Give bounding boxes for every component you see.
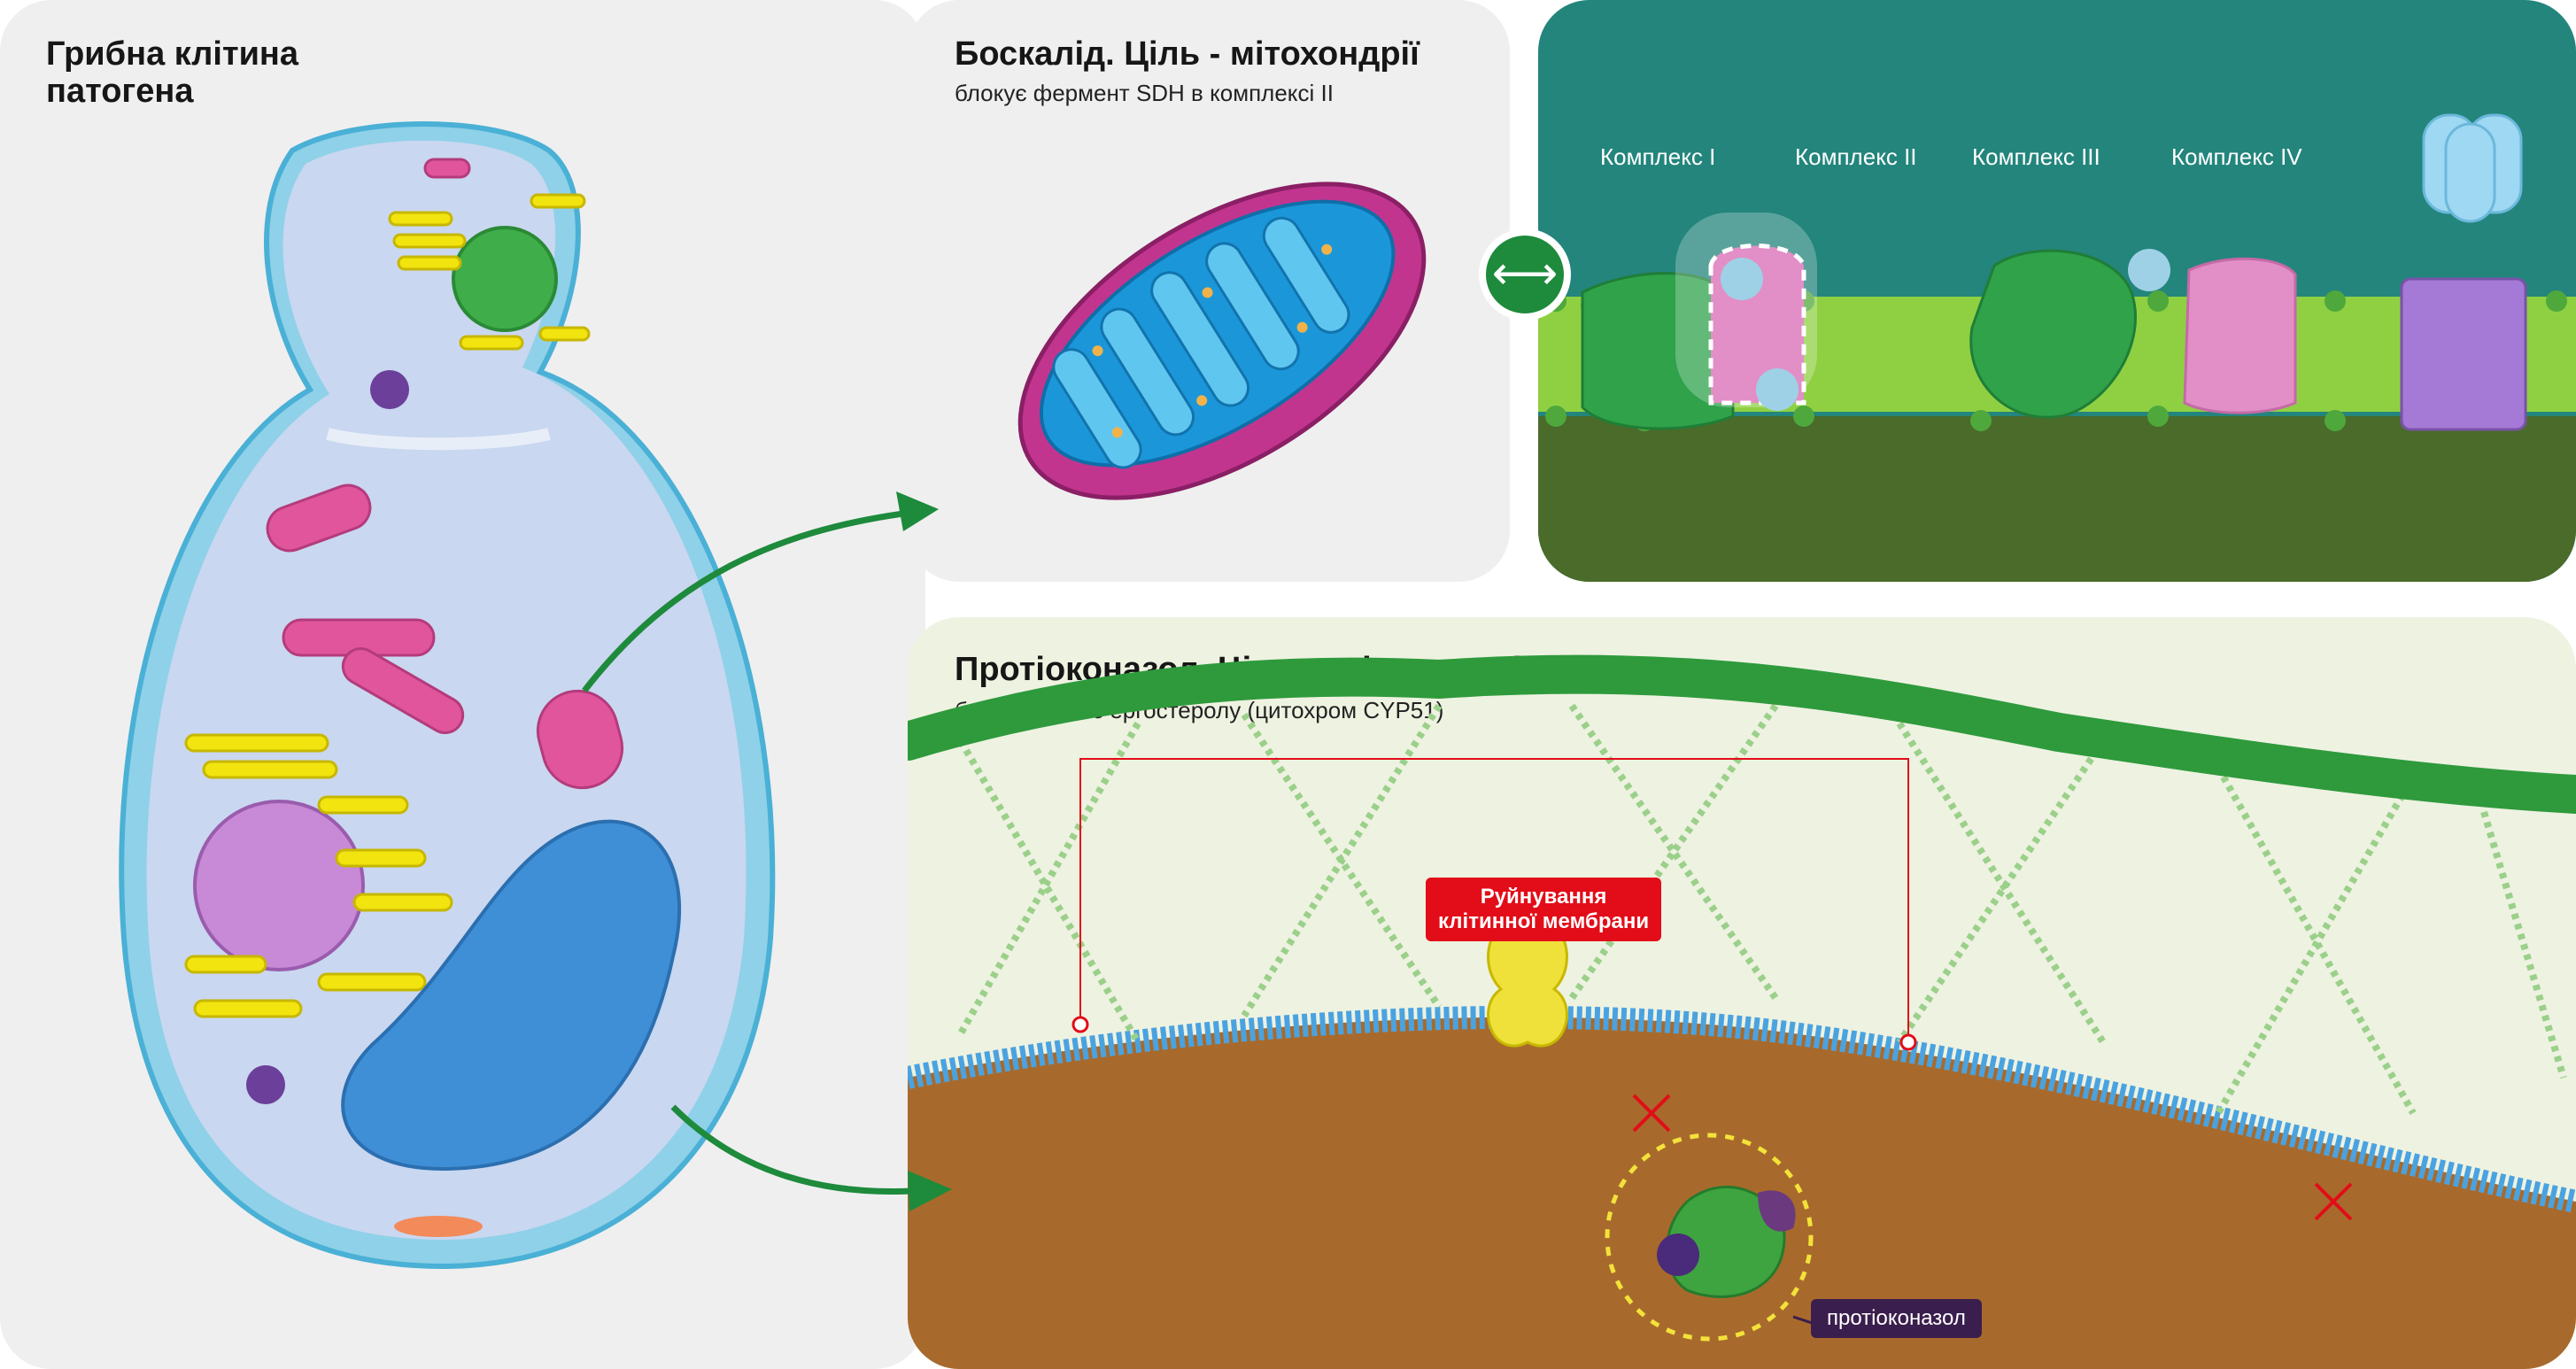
damage-label-line2: клітинної мембрани xyxy=(1438,909,1650,933)
bud-golgi xyxy=(388,193,591,351)
cell-panel-title-line1: Грибна клітина xyxy=(46,35,299,73)
golgi-group xyxy=(184,733,453,1018)
damage-label-line1: Руйнування xyxy=(1480,885,1607,909)
blocked-marks xyxy=(1632,1094,2353,1221)
complex-iii-label: Комплекс III xyxy=(1972,143,2100,170)
complex-ii-label: Комплекс II xyxy=(1795,143,1917,170)
complex-iii xyxy=(1969,249,2137,419)
mitochondrion-illustration xyxy=(1017,182,1427,500)
membrane-complexes-illustration xyxy=(1538,113,2576,582)
double-arrow-icon: ⟷ xyxy=(1486,236,1564,313)
cell-wall-panel: Протіоконазол. Ціль - клітинна стінка бл… xyxy=(908,617,2576,1369)
complex-i-label: Комплекс I xyxy=(1600,143,1716,170)
mito-panel-title: Боскалід. Ціль - мітохондрії xyxy=(955,35,1420,73)
vacuole xyxy=(341,819,682,1172)
damage-marker-right xyxy=(1899,1033,1917,1051)
ubiquinone-ii xyxy=(1756,368,1799,411)
plasma-membrane xyxy=(908,1005,2576,1213)
vesicle xyxy=(246,1065,285,1104)
atp-synthase-stalk xyxy=(2400,277,2527,431)
drug-name-tag: протіоконазол xyxy=(1811,1299,1982,1338)
bud-vesicle xyxy=(370,370,409,409)
cell-wall-illustration xyxy=(908,654,2576,1369)
prothioconazole-molecule xyxy=(1657,1234,1699,1276)
matrix-granules xyxy=(1092,244,1333,438)
damage-bracket xyxy=(1079,758,1909,1042)
matrix-floor xyxy=(1538,416,2576,582)
mitochondrion-panel: Боскалід. Ціль - мітохондрії блокує ферм… xyxy=(908,0,1510,582)
glucan-lattice xyxy=(957,703,2567,1116)
cell-panel-title-line2: патогена xyxy=(46,73,194,110)
chitin-layer xyxy=(908,654,2576,814)
membrane-damage-badge: Руйнування клітинної мембрани xyxy=(1426,878,1662,941)
damage-marker-left xyxy=(1071,1016,1089,1033)
atp-synthase-head xyxy=(2422,113,2523,223)
ubiquinone-i xyxy=(1721,258,1763,300)
cyp51-highlight xyxy=(1605,1133,1814,1342)
bud-scar xyxy=(394,1216,483,1237)
mito-panel-subtitle: блокує фермент SDH в комплексі II xyxy=(955,80,1334,106)
cristae xyxy=(1052,216,1350,469)
nucleus xyxy=(193,800,365,971)
respiratory-chain-panel: Комплекс I Комплекс II Комплекс III Комп… xyxy=(1538,0,2576,582)
fungal-cell-illustration xyxy=(119,121,776,1270)
complex-iv-label: Комплекс IV xyxy=(2171,143,2302,170)
complex-iv xyxy=(2183,257,2297,414)
heme-group xyxy=(1758,1190,1796,1232)
mitochondria-group xyxy=(266,158,624,790)
septum xyxy=(326,428,551,451)
cytochrome-c xyxy=(2128,249,2170,291)
bud-nucleus xyxy=(452,226,558,332)
zoom-link-button: ⟷ xyxy=(1479,228,1571,321)
fungal-cell-panel: Грибна клітина патогена xyxy=(0,0,925,1369)
